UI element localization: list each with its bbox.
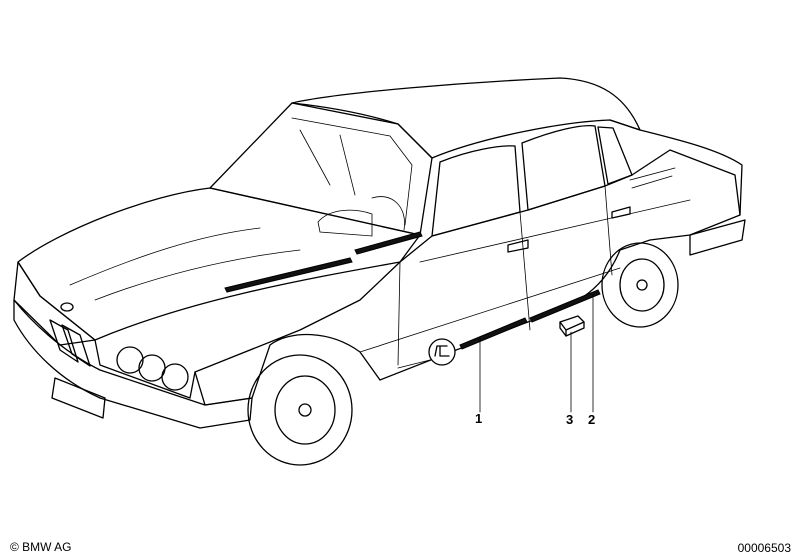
headlight	[161, 363, 189, 391]
headlight	[138, 354, 166, 382]
side-sill-strip-rear	[529, 289, 601, 323]
side-sill-strip-front	[459, 317, 528, 350]
bmw-emblem	[60, 302, 74, 312]
copyright-text: © BMW AG	[10, 540, 72, 554]
clip-part	[559, 315, 585, 337]
tool-symbol-icon	[428, 338, 456, 366]
callout-3[interactable]: 3	[566, 412, 574, 427]
callout-2[interactable]: 2	[588, 412, 596, 427]
front-bumper	[13, 299, 253, 429]
callout-1[interactable]: 1	[475, 411, 483, 426]
car-roof	[291, 77, 641, 159]
front-wheel	[247, 354, 353, 466]
front-grille	[13, 261, 96, 346]
hood	[17, 187, 421, 341]
document-number: 00006503	[737, 541, 791, 555]
hood-trim-strip	[224, 257, 353, 293]
front-door-window	[431, 145, 521, 237]
rear-wheel	[601, 242, 679, 328]
license-plate	[51, 377, 106, 419]
windshield-trim-strip	[354, 231, 423, 255]
headlight	[116, 346, 144, 374]
rear-door-window	[521, 124, 606, 211]
windshield	[209, 102, 433, 236]
